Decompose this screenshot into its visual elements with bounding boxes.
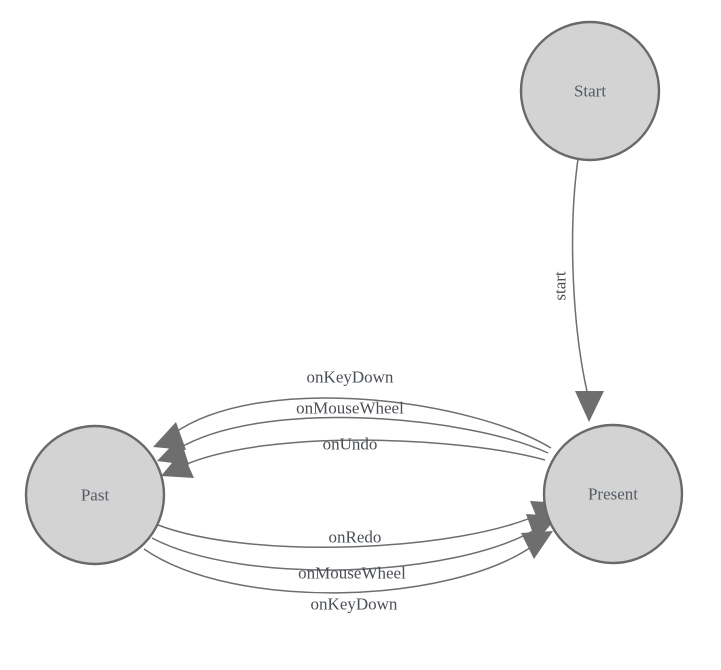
edge-label-present-past-onmousewheel: onMouseWheel xyxy=(296,399,404,418)
edge-path-past-present-onkeydown xyxy=(143,544,535,594)
edge-path-past-present-onmousewheel xyxy=(151,527,539,571)
edge-label-start: start xyxy=(551,271,570,301)
node-start-circle xyxy=(519,20,661,162)
node-past-circle xyxy=(24,424,166,566)
edge-path-present-past-onundo xyxy=(181,439,546,467)
edge-label-present-past-onundo: onUndo xyxy=(323,435,378,454)
node-present-circle xyxy=(542,423,684,565)
edge-label-past-present-onredo: onRedo xyxy=(329,528,382,547)
edge-past-to-present-onkeydown[interactable] xyxy=(143,531,553,594)
edge-arrowhead-past-present-onkeydown xyxy=(521,531,553,559)
edge-path-present-past-onkeydown xyxy=(172,397,552,449)
edge-label-past-present-onkeydown: onKeyDown xyxy=(311,595,398,614)
edge-label-past-present-onmousewheel: onMouseWheel xyxy=(298,564,406,583)
node-present[interactable]: Present xyxy=(542,423,684,565)
edge-start-to-present[interactable] xyxy=(571,158,604,422)
node-present-label: Present xyxy=(588,485,638,504)
edge-present-to-past-onundo[interactable] xyxy=(161,439,546,478)
edge-label-present-past-onkeydown: onKeyDown xyxy=(307,368,394,387)
edge-path-present-past-onmousewheel xyxy=(177,416,549,454)
edge-arrowhead-start-present xyxy=(575,391,604,422)
edge-path-past-present-onredo xyxy=(157,512,543,548)
node-past[interactable]: Past xyxy=(24,424,166,566)
edge-arrowhead-present-past-onundo xyxy=(161,451,194,478)
node-start-label: Start xyxy=(574,82,606,101)
node-start[interactable]: Start xyxy=(519,20,661,162)
node-past-label: Past xyxy=(81,486,110,505)
edge-path-start-present xyxy=(571,158,590,401)
